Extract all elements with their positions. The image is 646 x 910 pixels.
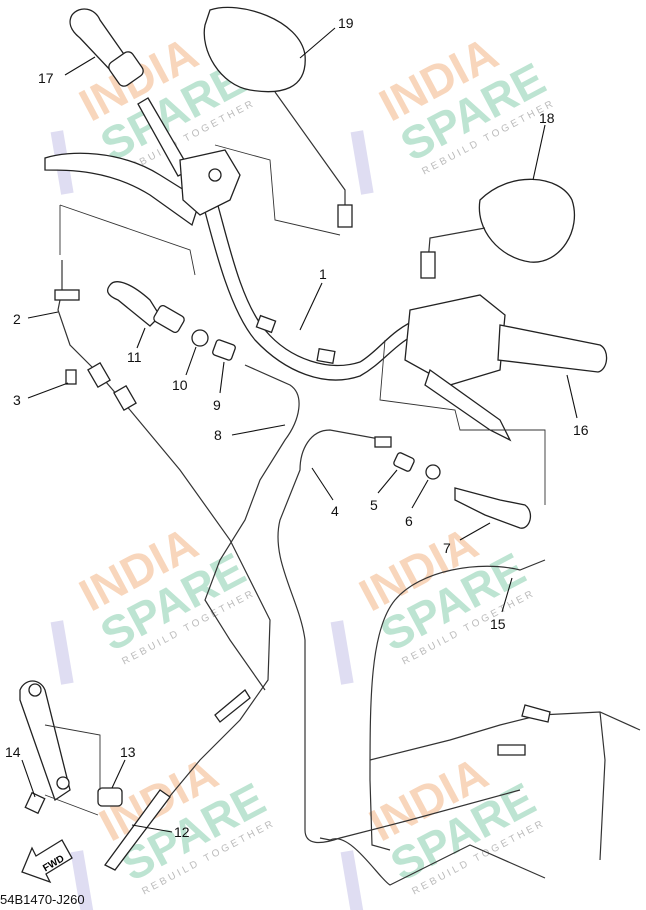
handlebar-band — [255, 314, 277, 334]
watermark: INDIA SPARE REBUILD TOGETHER — [330, 517, 537, 685]
watermark-layer: INDIA SPARE REBUILD TOGETHER INDIA SPARE… — [50, 27, 557, 910]
callout-10: 10 — [172, 377, 188, 393]
handlebar-band — [316, 347, 336, 365]
left-mirror-nut — [337, 204, 353, 228]
bolt-3 — [65, 369, 77, 385]
dashed-guide — [59, 204, 196, 276]
callout-13: 13 — [120, 744, 136, 760]
callout-2: 2 — [13, 311, 21, 327]
right-mirror-nut — [420, 251, 436, 279]
cable-4 — [277, 429, 521, 844]
nut-14 — [24, 791, 46, 815]
adjuster-5 — [393, 452, 415, 472]
left-mirror-stem — [274, 91, 346, 215]
dashed-guide — [44, 724, 101, 816]
handlebar — [201, 194, 425, 381]
nut-10 — [191, 329, 209, 347]
callouts: 17 19 18 1 2 3 11 10 9 8 4 5 6 7 16 15 1… — [5, 15, 589, 840]
callout-9: 9 — [213, 397, 221, 413]
part-11-end — [153, 305, 185, 333]
watermark: INDIA SPARE REBUILD TOGETHER — [340, 747, 547, 910]
callout-7: 7 — [443, 540, 451, 556]
cable-15 — [369, 559, 546, 851]
adjuster-9 — [212, 339, 236, 361]
watermark: INDIA SPARE REBUILD TOGETHER — [50, 517, 257, 685]
wrench-icon — [350, 130, 374, 195]
callout-4: 4 — [331, 503, 339, 519]
cable-end — [374, 436, 392, 448]
holder-bolt — [208, 168, 222, 182]
watermark: INDIA SPARE REBUILD TOGETHER — [350, 27, 557, 195]
arm-pivot — [28, 683, 42, 697]
part-7 — [454, 487, 532, 529]
watermark: INDIA SPARE REBUILD TOGETHER — [70, 747, 277, 910]
right-grip — [497, 324, 608, 373]
callout-16: 16 — [573, 422, 589, 438]
callout-11: 11 — [127, 349, 142, 365]
brake-lever — [424, 368, 512, 442]
callout-15: 15 — [490, 616, 506, 632]
nut-6 — [425, 464, 441, 480]
callout-17: 17 — [38, 70, 54, 86]
cable-8 — [204, 364, 300, 691]
callout-5: 5 — [370, 497, 378, 513]
callout-3: 3 — [13, 392, 21, 408]
throttle-cable-branch — [599, 711, 606, 861]
clutch-lever — [44, 152, 201, 227]
wrench-icon — [50, 620, 74, 685]
callout-14: 14 — [5, 744, 21, 760]
callout-12: 12 — [174, 824, 190, 840]
callout-19: 19 — [338, 15, 354, 31]
cable-fitting — [87, 361, 111, 389]
cable-adjuster — [54, 289, 80, 301]
cable-fitting — [113, 384, 137, 412]
throttle-cable — [369, 711, 641, 761]
left-mirror — [203, 6, 306, 93]
callout-1: 1 — [319, 266, 327, 282]
left-lever-holder — [179, 149, 241, 216]
callout-6: 6 — [405, 513, 413, 529]
cable-4-branch — [319, 837, 546, 886]
diagram-code: 54B1470-J260 — [0, 892, 85, 907]
callout-18: 18 — [539, 110, 555, 126]
throttle-fitting — [497, 744, 526, 756]
grip-end — [108, 51, 144, 87]
wrench-icon — [70, 850, 94, 910]
clutch-arm — [19, 680, 71, 802]
arrow-icon — [21, 839, 73, 884]
bushing-13 — [97, 787, 123, 807]
cable-boot — [214, 689, 251, 723]
callout-8: 8 — [214, 427, 222, 443]
spring-12 — [104, 789, 171, 871]
wrench-icon — [340, 850, 364, 910]
throttle-fitting — [521, 704, 551, 723]
right-mirror-stem — [427, 227, 486, 263]
wrench-icon — [330, 620, 354, 685]
left-bar-end — [137, 97, 191, 177]
right-mirror — [478, 178, 576, 263]
dashed-guide — [379, 339, 546, 505]
arm-pivot — [56, 776, 70, 790]
dashed-guide — [214, 144, 341, 236]
right-switch-housing — [404, 294, 506, 386]
fwd-arrow: FWD — [21, 839, 73, 884]
part-11 — [106, 281, 161, 327]
